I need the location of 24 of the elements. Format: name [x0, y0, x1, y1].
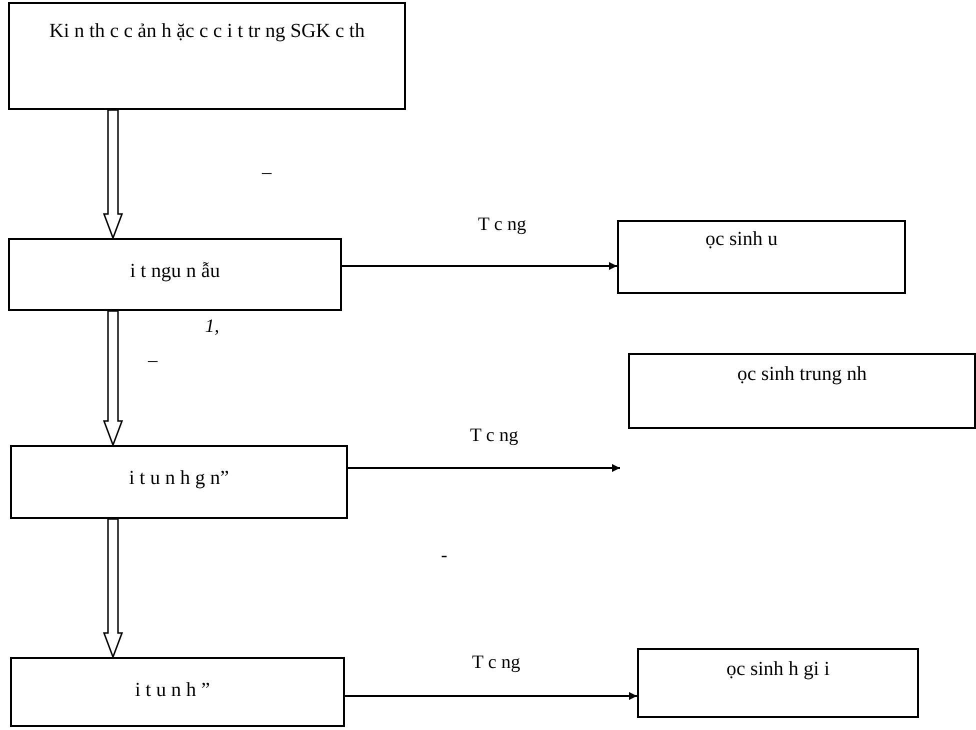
box-text: i t u n h g n” — [129, 467, 229, 490]
process-box — [8, 2, 406, 110]
process-box — [10, 445, 348, 519]
box-text: ọc sinh h gi i — [726, 658, 830, 681]
note-text: - — [441, 545, 448, 567]
block-arrow — [102, 109, 124, 240]
note-text: – — [262, 162, 272, 184]
process-box — [617, 220, 906, 294]
process-box — [637, 648, 919, 718]
note-text: – — [148, 350, 158, 372]
box-text: i t u n h ” — [135, 679, 210, 702]
block-arrow — [102, 310, 124, 448]
note-text: 1, — [205, 316, 220, 338]
arrow — [348, 464, 620, 472]
box-text: i t ngu n ẫu — [130, 260, 220, 283]
box-text: Ki n th c c ản h ặc c c i t tr ng SGK c th — [49, 20, 365, 43]
box-text: ọc sinh u — [705, 228, 778, 251]
process-box — [10, 657, 345, 727]
box-text: ọc sinh trung nh — [737, 363, 867, 386]
arrow — [345, 692, 637, 700]
process-box — [8, 238, 342, 311]
block-arrow — [102, 518, 124, 660]
arrow — [342, 262, 617, 270]
process-box — [628, 353, 976, 429]
